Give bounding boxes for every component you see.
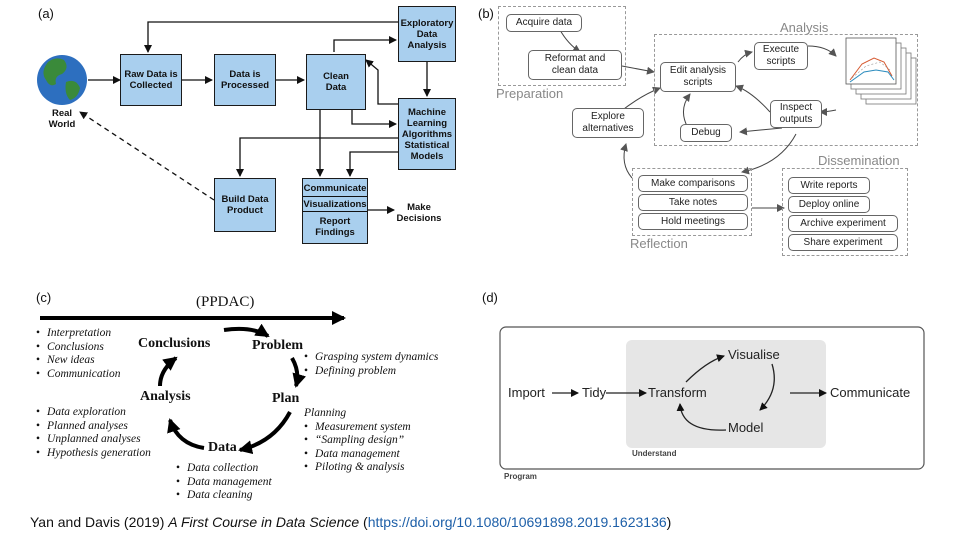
model-step: Model: [728, 420, 764, 435]
problem-node: Problem: [252, 338, 304, 353]
reflection-region: [632, 168, 752, 236]
data-list: Data collection Data management Data cle…: [176, 462, 272, 503]
ml-box: Machine Learning Algorithms Statistical …: [398, 98, 456, 170]
ppdac-title: (PPDAC): [196, 294, 255, 310]
understand-region: [626, 340, 826, 448]
list-item: Grasping system dynamics: [304, 351, 438, 365]
explore-alternatives-step: Explore alternatives: [572, 108, 644, 138]
understand-label: Understand: [632, 449, 677, 458]
list-heading: Planning: [304, 407, 347, 419]
list-item: Planned analyses: [36, 420, 151, 434]
list-item: Conclusions: [36, 341, 121, 355]
share-experiment-step: Share experiment: [788, 234, 898, 251]
edit-scripts-step: Edit analysis scripts: [660, 62, 736, 92]
list-item: “Sampling design”: [304, 434, 411, 448]
caption-authors: Yan and Davis (2019): [30, 514, 169, 530]
program-frame: [499, 326, 925, 470]
list-item: Piloting & analysis: [304, 461, 411, 475]
caption-close-paren: ): [666, 514, 672, 530]
plan-list: Planning Measurement system “Sampling de…: [304, 407, 411, 475]
list-item: Data management: [304, 448, 411, 462]
analysis-region: [654, 34, 918, 146]
list-item: Data cleaning: [176, 489, 272, 503]
communicate-label: Communicate: [303, 182, 367, 194]
list-item: Data management: [176, 476, 272, 490]
panel-a-label: (a): [38, 6, 54, 21]
acquire-data-step: Acquire data: [506, 14, 582, 32]
doi-link[interactable]: https://doi.org/10.1080/10691898.2019.16…: [367, 514, 667, 530]
list-item: Measurement system: [304, 421, 411, 435]
analysis-list: Data exploration Planned analyses Unplan…: [36, 406, 151, 460]
archive-experiment-step: Archive experiment: [788, 215, 898, 232]
caption-open-paren: (: [359, 514, 368, 530]
build-product-box: Build Data Product: [214, 178, 276, 232]
list-item: Data exploration: [36, 406, 151, 420]
analysis-node: Analysis: [140, 389, 191, 404]
globe-icon: [37, 55, 87, 105]
list-item: Data collection: [176, 462, 272, 476]
real-world-label: Real World: [48, 108, 76, 130]
visualizations-label: Visualizations: [303, 196, 367, 212]
tidy-step: Tidy: [582, 385, 607, 400]
import-step: Import: [508, 385, 545, 400]
dissemination-region: [782, 168, 908, 256]
clean-data-box: Clean Data: [306, 54, 366, 110]
panel-b-label: (b): [478, 6, 494, 21]
inspect-outputs-step: Inspect outputs: [770, 100, 822, 128]
output-plots-thumbnail: [845, 37, 917, 105]
preparation-label: Preparation: [496, 86, 564, 101]
communicate-box: Communicate Visualizations Report Findin…: [302, 178, 368, 244]
visualise-step: Visualise: [728, 347, 780, 362]
debug-step: Debug: [680, 124, 732, 142]
execute-scripts-step: Execute scripts: [754, 42, 808, 70]
decisions-label: Make Decisions: [396, 202, 442, 224]
analysis-label: Analysis: [780, 20, 829, 35]
conclusions-node: Conclusions: [138, 336, 211, 351]
data-node: Data: [208, 440, 237, 455]
raw-data-box: Raw Data is Collected: [120, 54, 182, 106]
reformat-step: Reformat and clean data: [528, 50, 622, 80]
source-caption: Yan and Davis (2019) A First Course in D…: [30, 514, 671, 530]
communicate-step: Communicate: [830, 385, 911, 400]
hold-meetings-step: Hold meetings: [638, 213, 748, 230]
write-reports-step: Write reports: [788, 177, 870, 194]
dissemination-label: Dissemination: [818, 153, 900, 168]
plan-node: Plan: [272, 391, 300, 406]
list-item: Hypothesis generation: [36, 447, 151, 461]
conclusions-list: Interpretation Conclusions New ideas Com…: [36, 327, 121, 382]
list-item: Interpretation: [36, 327, 121, 341]
reflection-label: Reflection: [630, 236, 688, 251]
take-notes-step: Take notes: [638, 194, 748, 211]
deploy-online-step: Deploy online: [788, 196, 870, 213]
list-item: New ideas: [36, 354, 121, 368]
list-item: Defining problem: [304, 365, 438, 379]
panel-d-label: (d): [482, 290, 498, 305]
problem-list: Grasping system dynamics Defining proble…: [304, 351, 438, 378]
make-comparisons-step: Make comparisons: [638, 175, 748, 192]
transform-step: Transform: [648, 385, 707, 400]
report-label: Report Findings: [315, 216, 355, 238]
list-item: Unplanned analyses: [36, 433, 151, 447]
eda-box: Exploratory Data Analysis: [398, 6, 456, 62]
processed-box: Data is Processed: [214, 54, 276, 106]
preparation-region: [498, 6, 626, 86]
program-label: Program: [504, 472, 537, 481]
caption-book-title: A First Course in Data Science: [168, 514, 360, 530]
list-item: Communication: [36, 368, 120, 382]
panel-c-label: (c): [36, 290, 52, 305]
